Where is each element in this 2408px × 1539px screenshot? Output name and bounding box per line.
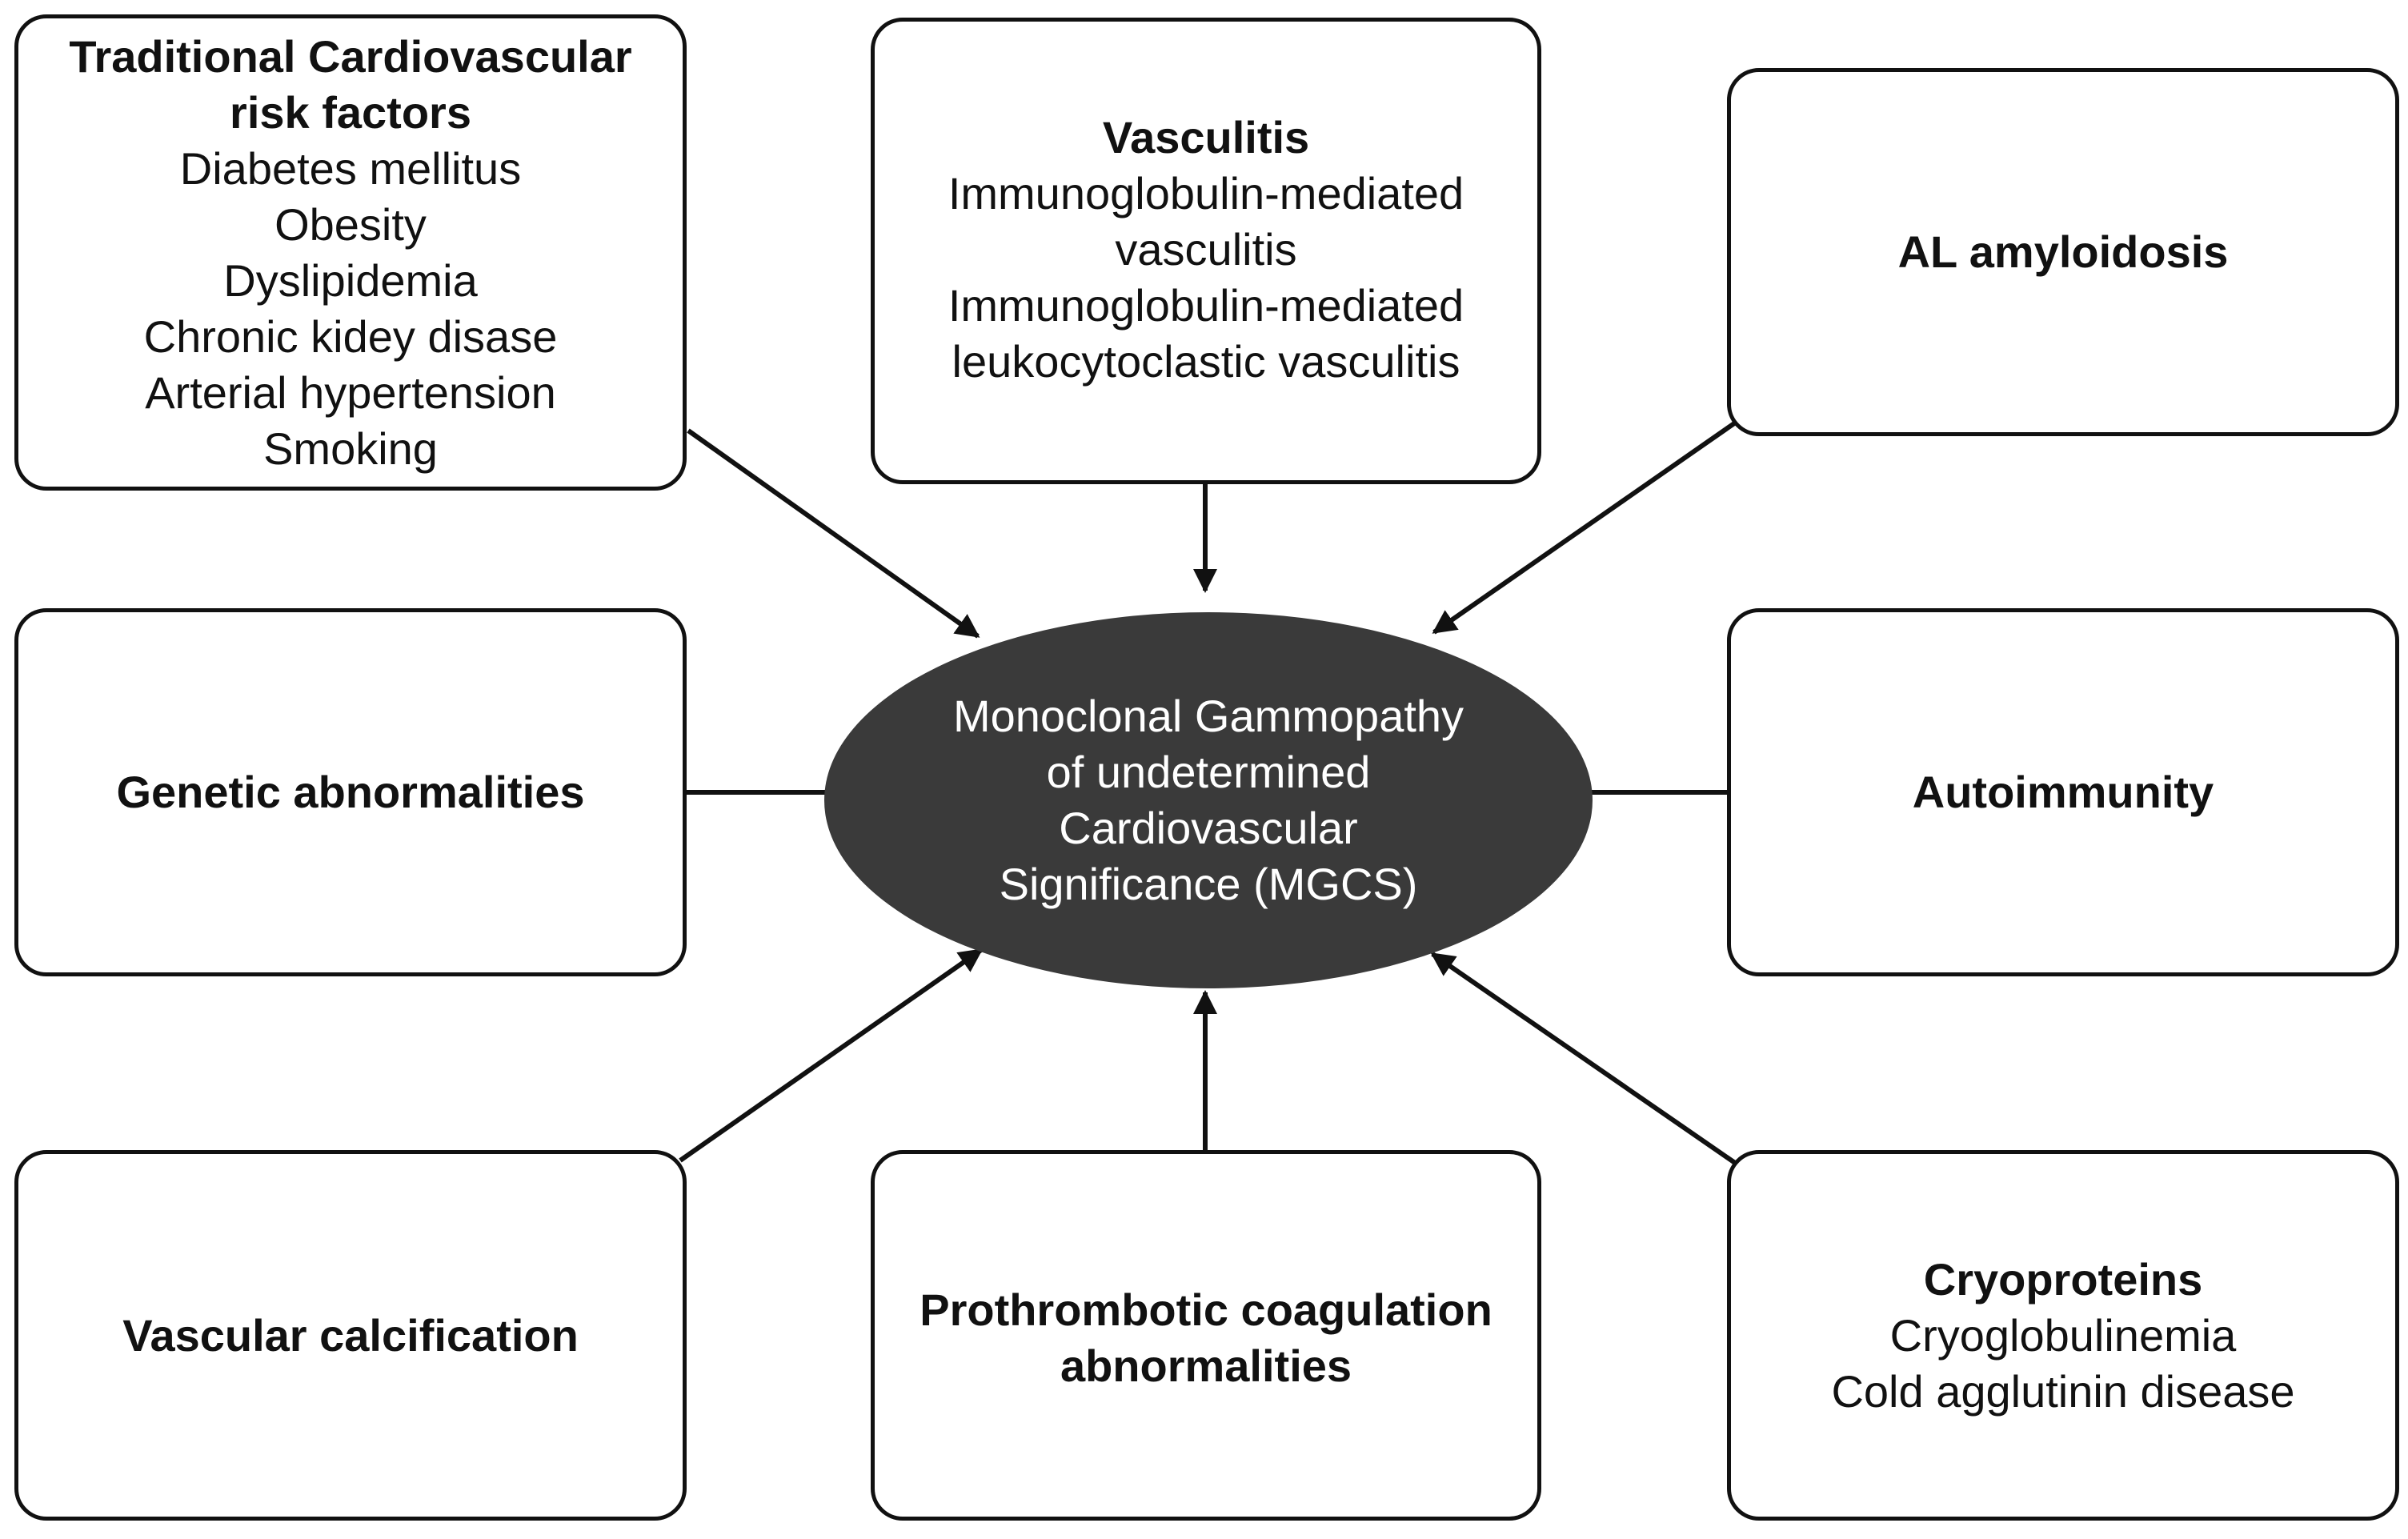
traditional-risk-factors-title: Traditional Cardiovascular risk factors xyxy=(69,30,632,138)
risk-factor-item: Chronic kidey disase xyxy=(143,311,558,362)
risk-factor-item: Smoking xyxy=(263,423,438,474)
arrow-cryoproteins-to-center xyxy=(1430,952,1737,1165)
vascular-calcification-box: Vascular calcification xyxy=(14,1150,687,1521)
genetic-abnormalities-title: Genetic abnormalities xyxy=(116,767,585,817)
risk-factor-item: Dyslipidemia xyxy=(223,254,478,306)
risk-factor-item: Diabetes mellitus xyxy=(179,142,522,194)
arrow-calcification-to-center xyxy=(679,948,984,1163)
cryoproteins-item: Cryoglobulinemia xyxy=(1889,1309,2237,1361)
vasculitis-title: Vasculitis xyxy=(1102,112,1310,162)
traditional-risk-factors-box: Traditional Cardiovascular risk factors … xyxy=(14,14,687,491)
risk-factor-item: Obesity xyxy=(274,198,427,250)
vasculitis-item: Immunoglobulin-mediated leukocytoclastic… xyxy=(948,280,1464,387)
autoimmunity-box: Autoimmunity xyxy=(1727,608,2399,976)
mgcs-center-node: Monoclonal Gammopathy of undetermined Ca… xyxy=(824,612,1593,988)
prothrombotic-coagulation-title: Prothrombotic coagulation abnormalities xyxy=(920,1285,1492,1391)
autoimmunity-title: Autoimmunity xyxy=(1912,767,2214,817)
traditional-risk-factors-list: Diabetes mellitus Obesity Dyslipidemia C… xyxy=(144,141,558,477)
arrow-amyloidosis-to-center xyxy=(1432,419,1738,635)
cryoproteins-title: Cryoproteins xyxy=(1923,1253,2203,1305)
vasculitis-list: Immunoglobulin-mediated vasculitis Immun… xyxy=(902,166,1510,390)
cryoproteins-box: Cryoproteins Cryoglobulinemia Cold agglu… xyxy=(1727,1150,2399,1521)
vasculitis-item: Immunoglobulin-mediated vasculitis xyxy=(948,168,1464,275)
vasculitis-box: Vasculitis Immunoglobulin-mediated vascu… xyxy=(871,18,1541,484)
arrow-traditional-to-center xyxy=(687,428,980,639)
cryoproteins-item: Cold agglutinin disease xyxy=(1831,1365,2295,1417)
genetic-abnormalities-box: Genetic abnormalities xyxy=(14,608,687,976)
al-amyloidosis-box: AL amyloidosis xyxy=(1727,68,2399,436)
risk-factor-item: Arterial hypertension xyxy=(145,367,556,418)
mgcs-center-label: Monoclonal Gammopathy of undetermined Ca… xyxy=(952,691,1464,909)
al-amyloidosis-title: AL amyloidosis xyxy=(1897,226,2229,277)
prothrombotic-coagulation-box: Prothrombotic coagulation abnormalities xyxy=(871,1150,1541,1521)
cryoproteins-list: Cryoglobulinemia Cold agglutinin disease xyxy=(1831,1308,2294,1420)
vascular-calcification-title: Vascular calcification xyxy=(122,1309,579,1361)
